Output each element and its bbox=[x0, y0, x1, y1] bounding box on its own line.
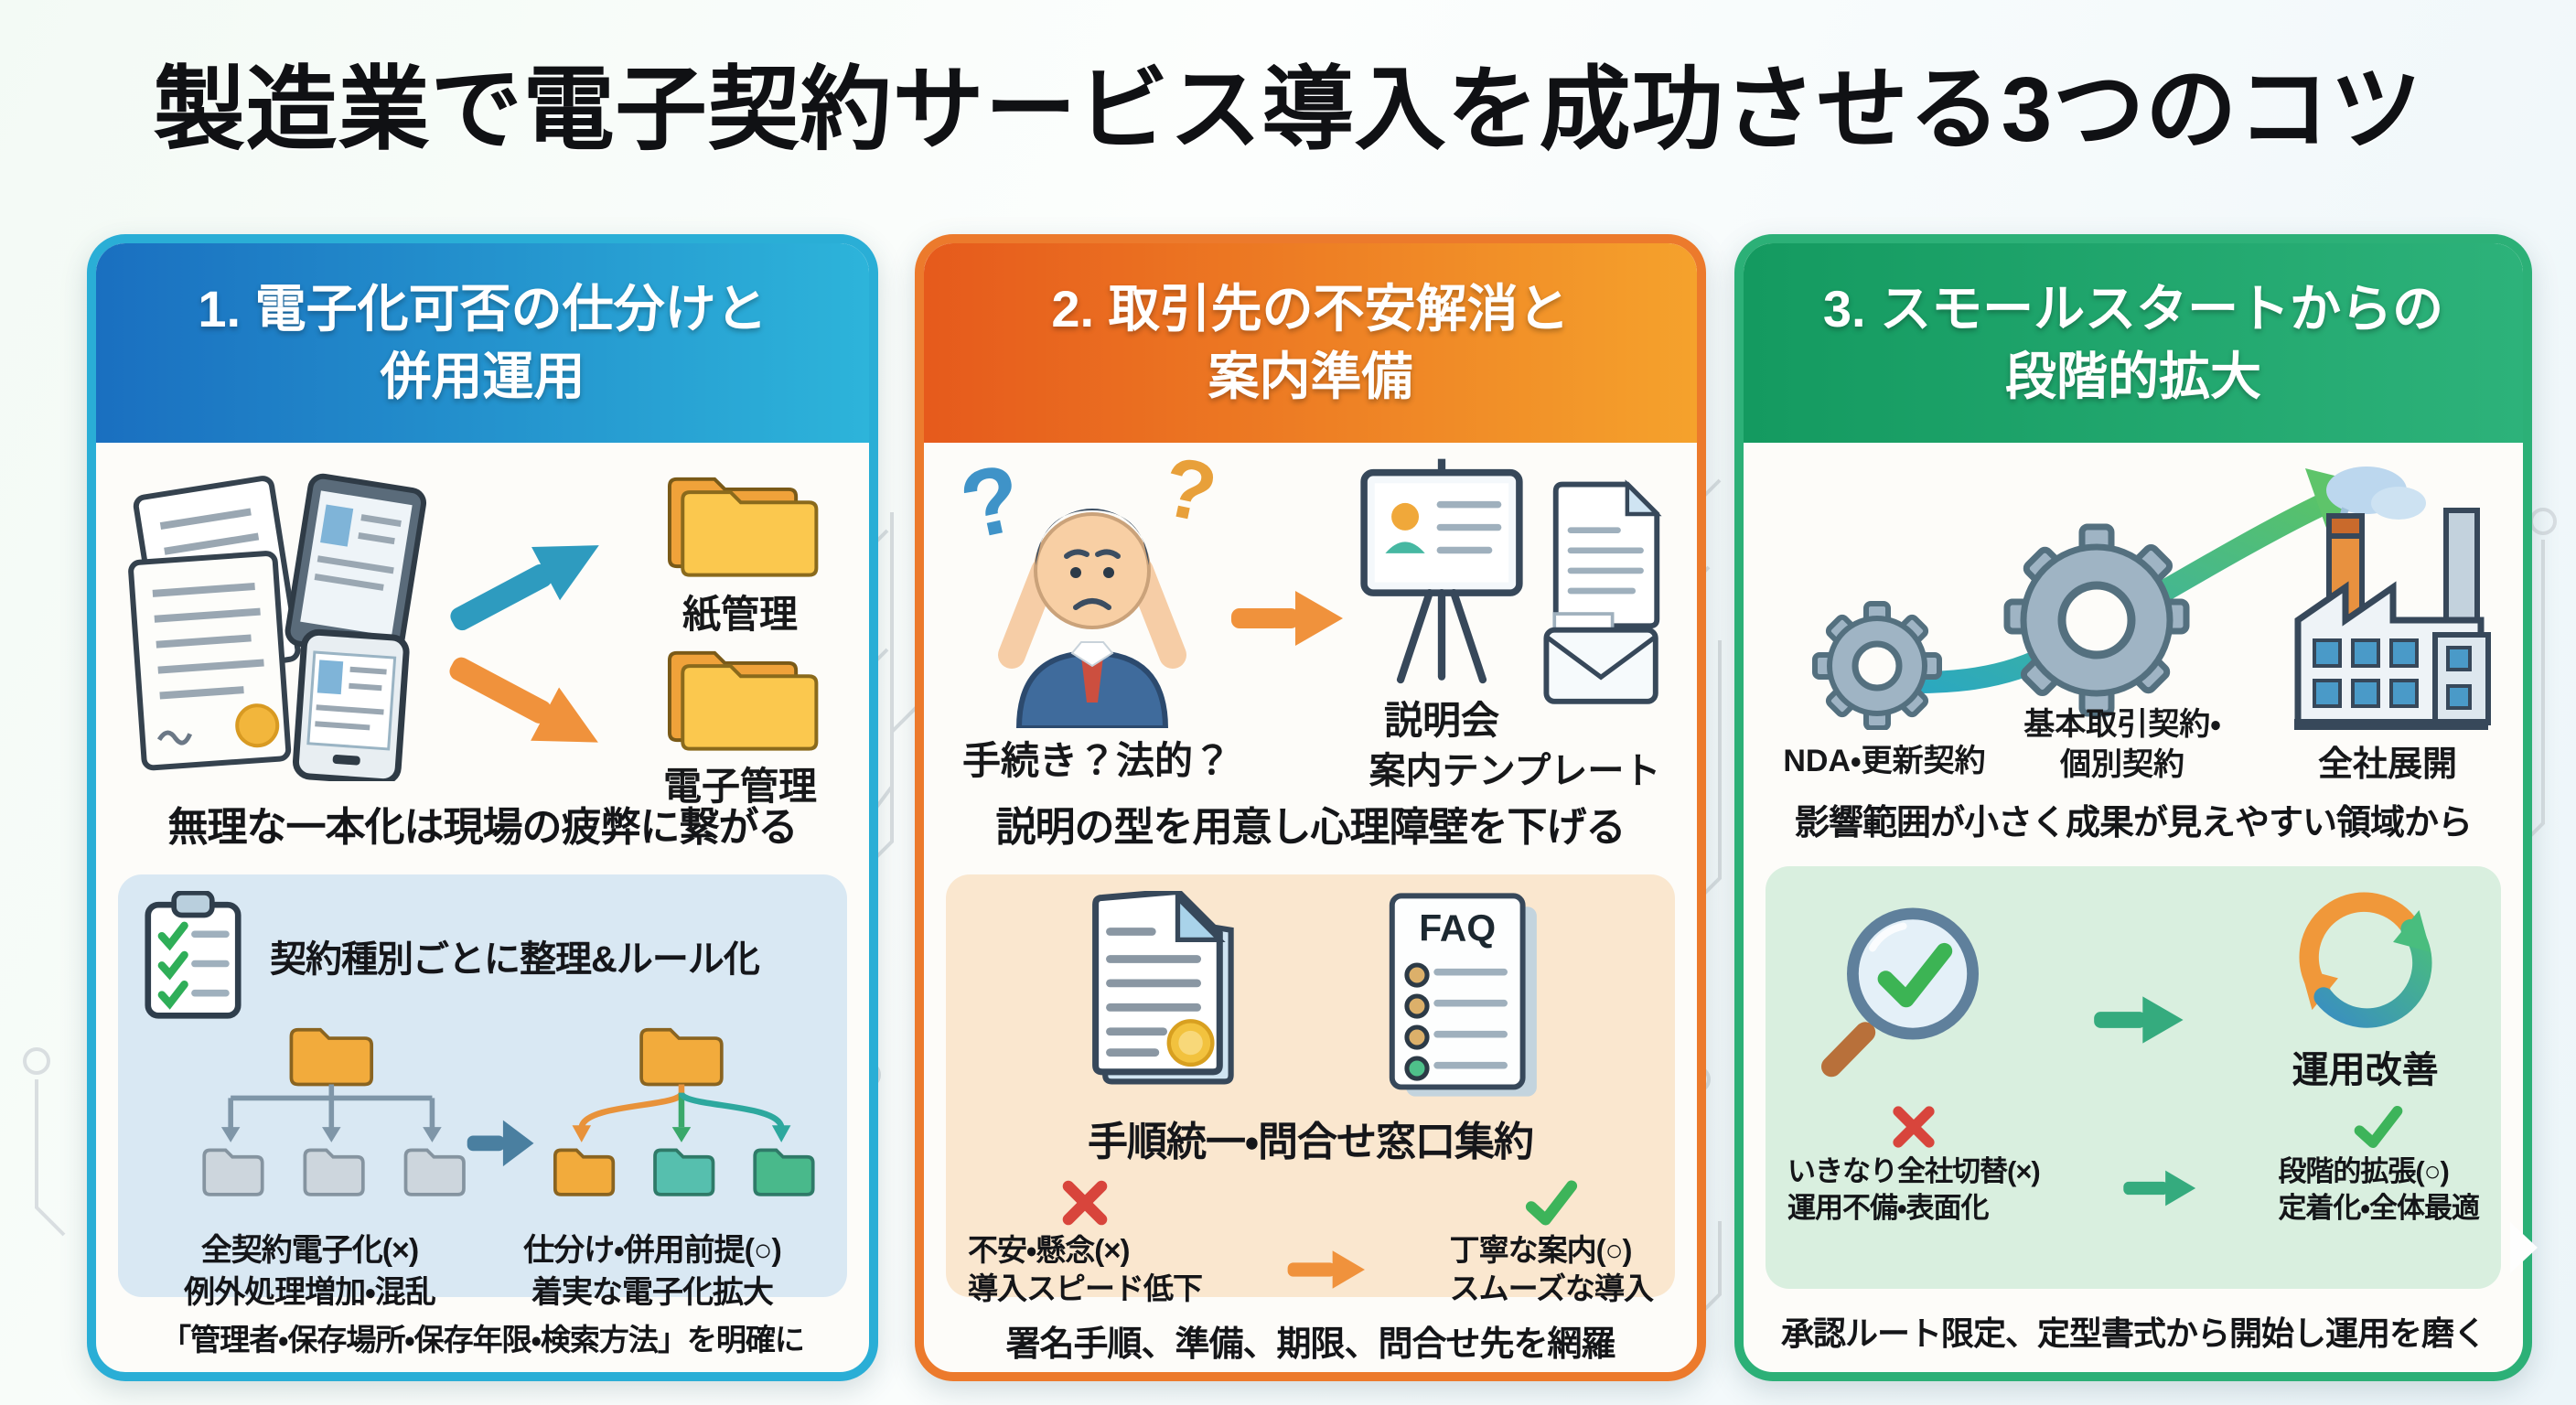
gear-small bbox=[1812, 601, 1942, 730]
gear-small-label: NDA・更新契約 bbox=[1783, 744, 1986, 778]
card1-bad-label: 全契約電子化(×)例外処理増加・混乱 bbox=[184, 1233, 436, 1310]
factory bbox=[2294, 467, 2491, 730]
card1-illustration: 紙管理 電子管理 bbox=[118, 456, 847, 808]
faq-list-icon: FAQ bbox=[1389, 893, 1537, 1097]
checklist-clipboard-icon bbox=[145, 891, 242, 1019]
card1-good-label: 仕分け・併用前提(○)着実な電子化拡大 bbox=[523, 1233, 782, 1310]
card1-heading-line1: 1. 電子化可否の仕分けと bbox=[198, 280, 767, 338]
paper-route-arrow-icon bbox=[450, 545, 599, 631]
card3-good-side: 段階的拡張(○)定着化・全体最適 bbox=[2278, 1102, 2480, 1226]
worried-person-icon bbox=[998, 509, 1186, 728]
card2-heading-line1: 2. 取引先の不安解消と bbox=[1051, 280, 1570, 338]
card3-caption: 影響範囲が小さく成果が見えやすい領域から bbox=[1794, 804, 2473, 842]
card2-footer: 署名手順、準備、期限、問合せ先を網羅 bbox=[1005, 1325, 1615, 1364]
card1-subbox: 契約種別ごとに整理&ルール化 bbox=[118, 874, 847, 1310]
template-doc-envelope-icon bbox=[1543, 479, 1662, 704]
card3-footer: 承認ルート限定、定型書式から開始し運用を磨く bbox=[1780, 1314, 2486, 1352]
solution-arrow-icon bbox=[1231, 591, 1343, 646]
card-sorting: 1. 電子化可否の仕分けと 併用運用 bbox=[87, 234, 878, 1381]
card3-header: 3. スモールスタートからの 段階的拡大 bbox=[1744, 243, 2523, 443]
card2-header: 2. 取引先の不安解消と 案内準備 bbox=[924, 243, 1697, 443]
svg-text:FAQ: FAQ bbox=[1419, 907, 1496, 949]
digital-folder-icon bbox=[667, 650, 819, 751]
card3-subbox: 運用改善 いきなり全社切替(×)運用不備・表面化 段階的拡張(○)定着化・全体最… bbox=[1766, 866, 2501, 1289]
digital-folder-label: 電子管理 bbox=[662, 765, 817, 808]
documents-devices-icon bbox=[128, 473, 427, 781]
card2-good-side: 丁寧な案内(○)スムーズな導入 bbox=[1450, 1176, 1654, 1308]
factory-label: 全社展開 bbox=[2317, 745, 2457, 784]
card2-subbox-title: 手順統一・問合せ窓口集約 bbox=[1088, 1120, 1534, 1164]
folder-tree-comparison-icon bbox=[202, 1027, 815, 1196]
digital-route-arrow-icon bbox=[449, 657, 598, 743]
improve-arrow-icon bbox=[1287, 1250, 1366, 1289]
card1-footer: 「管理者・保存場所・保存年限・検索方法」を明確に bbox=[161, 1323, 805, 1357]
card3-heading-line1: 3. スモールスタートからの bbox=[1822, 280, 2444, 338]
card2-subbox: FAQ 手順統一・問合せ窓口集約 不安・懸念(×)導入スピード低下 bbox=[946, 874, 1675, 1305]
page-title: 製造業で電子契約サービス導入を成功させる3つのコツ bbox=[153, 59, 2423, 161]
next-arrow-icon bbox=[2094, 996, 2184, 1044]
paper-folder-icon bbox=[667, 477, 819, 577]
cycle-label: 運用改善 bbox=[2292, 1050, 2439, 1090]
card3-tail-decoration bbox=[2510, 1222, 2563, 1273]
card1-subbox-title: 契約種別ごとに整理&ルール化 bbox=[270, 939, 760, 980]
card3-heading-line2: 段階的拡大 bbox=[2005, 348, 2261, 405]
card-partner-reassurance: 2. 取引先の不安解消と 案内準備 ? ? bbox=[915, 234, 1706, 1381]
check-icon bbox=[2354, 1105, 2403, 1148]
card2-heading-line2: 案内準備 bbox=[1208, 348, 1413, 405]
seminar-board-icon bbox=[1360, 458, 1523, 684]
magnifier-check-icon bbox=[1821, 907, 1980, 1077]
gear-large-label: 基本取引契約・個別契約 bbox=[2023, 707, 2221, 783]
card3-illustration: NDA・更新契約 基本取引契約・個別契約 全社展開 bbox=[1766, 456, 2501, 788]
growth-gears-factory-icon bbox=[1812, 467, 2491, 730]
seminar-label: 説明会 bbox=[1383, 699, 1499, 742]
template-label: 案内テンプレート bbox=[1368, 751, 1661, 791]
card3-bad-side: いきなり全社切替(×)運用不備・表面化 bbox=[1787, 1102, 2041, 1226]
improve-arrow-icon bbox=[2123, 1170, 2196, 1207]
cross-icon bbox=[1893, 1106, 1935, 1148]
paper-folder-label: 紙管理 bbox=[682, 593, 798, 636]
card1-header: 1. 電子化可否の仕分けと 併用運用 bbox=[96, 243, 869, 443]
card-small-start: 3. スモールスタートからの 段階的拡大 bbox=[1734, 234, 2532, 1381]
cycle-arrows-icon bbox=[2299, 892, 2432, 1028]
card2-caption: 説明の型を用意し心理障壁を下げる bbox=[995, 805, 1626, 850]
card1-caption: 無理な一本化は現場の疲弊に繋がる bbox=[167, 805, 799, 850]
sealed-doc-icon bbox=[1092, 891, 1234, 1085]
card2-bad-side: 不安・懸念(×)導入スピード低下 bbox=[968, 1176, 1203, 1308]
worry-label: 手続き？法的？ bbox=[961, 739, 1231, 782]
check-icon bbox=[1525, 1180, 1577, 1226]
card1-heading-line2: 併用運用 bbox=[380, 348, 585, 405]
card2-illustration: ? ? 手続き？法的？ bbox=[946, 439, 1675, 791]
cross-icon bbox=[1062, 1180, 1108, 1226]
gear-large bbox=[2003, 523, 2190, 717]
cycle-block: 運用改善 bbox=[2279, 883, 2453, 1093]
